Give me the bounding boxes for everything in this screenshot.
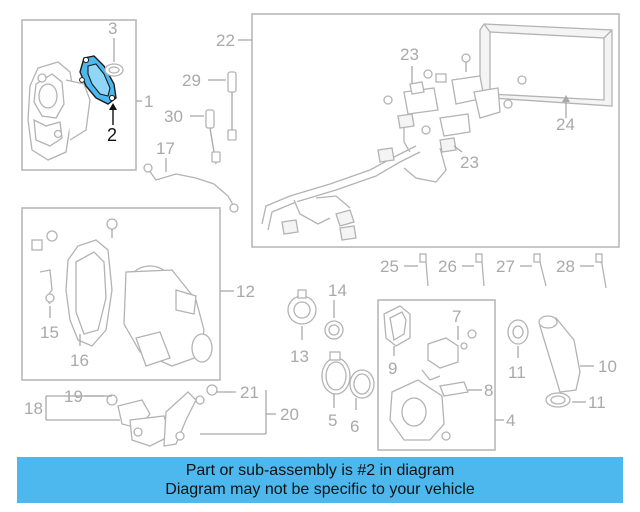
ring-part-14 [324, 320, 344, 340]
callout-30: 30 [164, 107, 183, 126]
bracket-part-23a [403, 75, 501, 137]
callout-15: 15 [40, 323, 59, 342]
clamp-part-5 [321, 351, 351, 395]
callout-27: 27 [496, 257, 515, 276]
seal-ring-part-3 [104, 63, 124, 77]
callout-17: 17 [156, 139, 175, 158]
group-box-1 [21, 19, 137, 171]
group-box-22 [251, 13, 620, 248]
heat-shield-part-16 [65, 239, 113, 347]
bracket-part-9 [383, 305, 411, 347]
gasket-part-8 [439, 381, 469, 397]
radiator-part-24 [479, 23, 613, 107]
callout-12: 12 [236, 282, 255, 301]
bolt-part-19 [106, 394, 118, 406]
info-banner: Part or sub-assembly is #2 in diagram Di… [17, 457, 623, 503]
callout-16: 16 [70, 351, 89, 370]
housing-assembly [27, 61, 91, 161]
clip-part-11-bottom [545, 392, 571, 408]
hoses-box-22 [261, 113, 457, 241]
callout-14: 14 [328, 281, 347, 300]
callout-20: 20 [280, 405, 299, 424]
callout-6: 6 [350, 417, 359, 436]
sensor-part-30 [205, 109, 221, 165]
callout-3: 3 [108, 19, 117, 38]
clip-part-11-top [507, 319, 529, 345]
callout-22: 22 [216, 31, 235, 50]
hose-part-10 [538, 315, 581, 393]
callout-2[interactable]: 2 [107, 125, 117, 145]
bracket-part-20 [117, 391, 197, 447]
callout-5: 5 [328, 411, 337, 430]
callout-1: 1 [144, 92, 153, 111]
callout-11-left: 11 [508, 363, 526, 382]
callout-21: 21 [240, 383, 259, 402]
callout-26: 26 [438, 257, 457, 276]
callout-11-right: 11 [588, 393, 606, 412]
banner-line-1: Part or sub-assembly is #2 in diagram [185, 462, 455, 479]
small-parts-box-12 [31, 218, 118, 251]
callout-10: 10 [598, 357, 617, 376]
actuator-part-7 [427, 329, 477, 369]
valve-housing-part-4 [389, 369, 451, 441]
callout-24: 24 [556, 115, 575, 134]
callout-4: 4 [506, 411, 515, 430]
group-box-4 [377, 299, 496, 451]
turbocharger-assembly [123, 265, 213, 367]
callout-23-bottom: 23 [460, 153, 479, 172]
callout-29: 29 [182, 71, 201, 90]
callout-25: 25 [380, 257, 399, 276]
callout-18: 18 [24, 399, 43, 418]
callout-23-top: 23 [400, 45, 419, 64]
fasteners-box-22 [383, 53, 527, 135]
pipe-part-17 [143, 163, 239, 213]
callout-19: 19 [64, 387, 83, 406]
banner-line-2: Diagram may not be specific to your vehi… [165, 481, 475, 498]
callout-13: 13 [290, 347, 309, 366]
parts-diagram: 3 1 2 29 30 17 22 24 [21, 13, 620, 451]
callout-8: 8 [484, 381, 493, 400]
clips-part-25-28 [419, 253, 607, 289]
callout-7: 7 [452, 307, 461, 326]
group-box-12 [21, 207, 221, 381]
callout-9: 9 [388, 359, 397, 378]
bolt-part-21 [195, 384, 218, 405]
ring-part-6 [349, 369, 375, 399]
gasket-part-2-highlighted[interactable] [79, 55, 117, 105]
sensor-part-15 [39, 269, 55, 305]
clamp-part-13 [287, 289, 317, 325]
callout-28: 28 [556, 257, 575, 276]
sensor-part-29 [227, 71, 237, 141]
